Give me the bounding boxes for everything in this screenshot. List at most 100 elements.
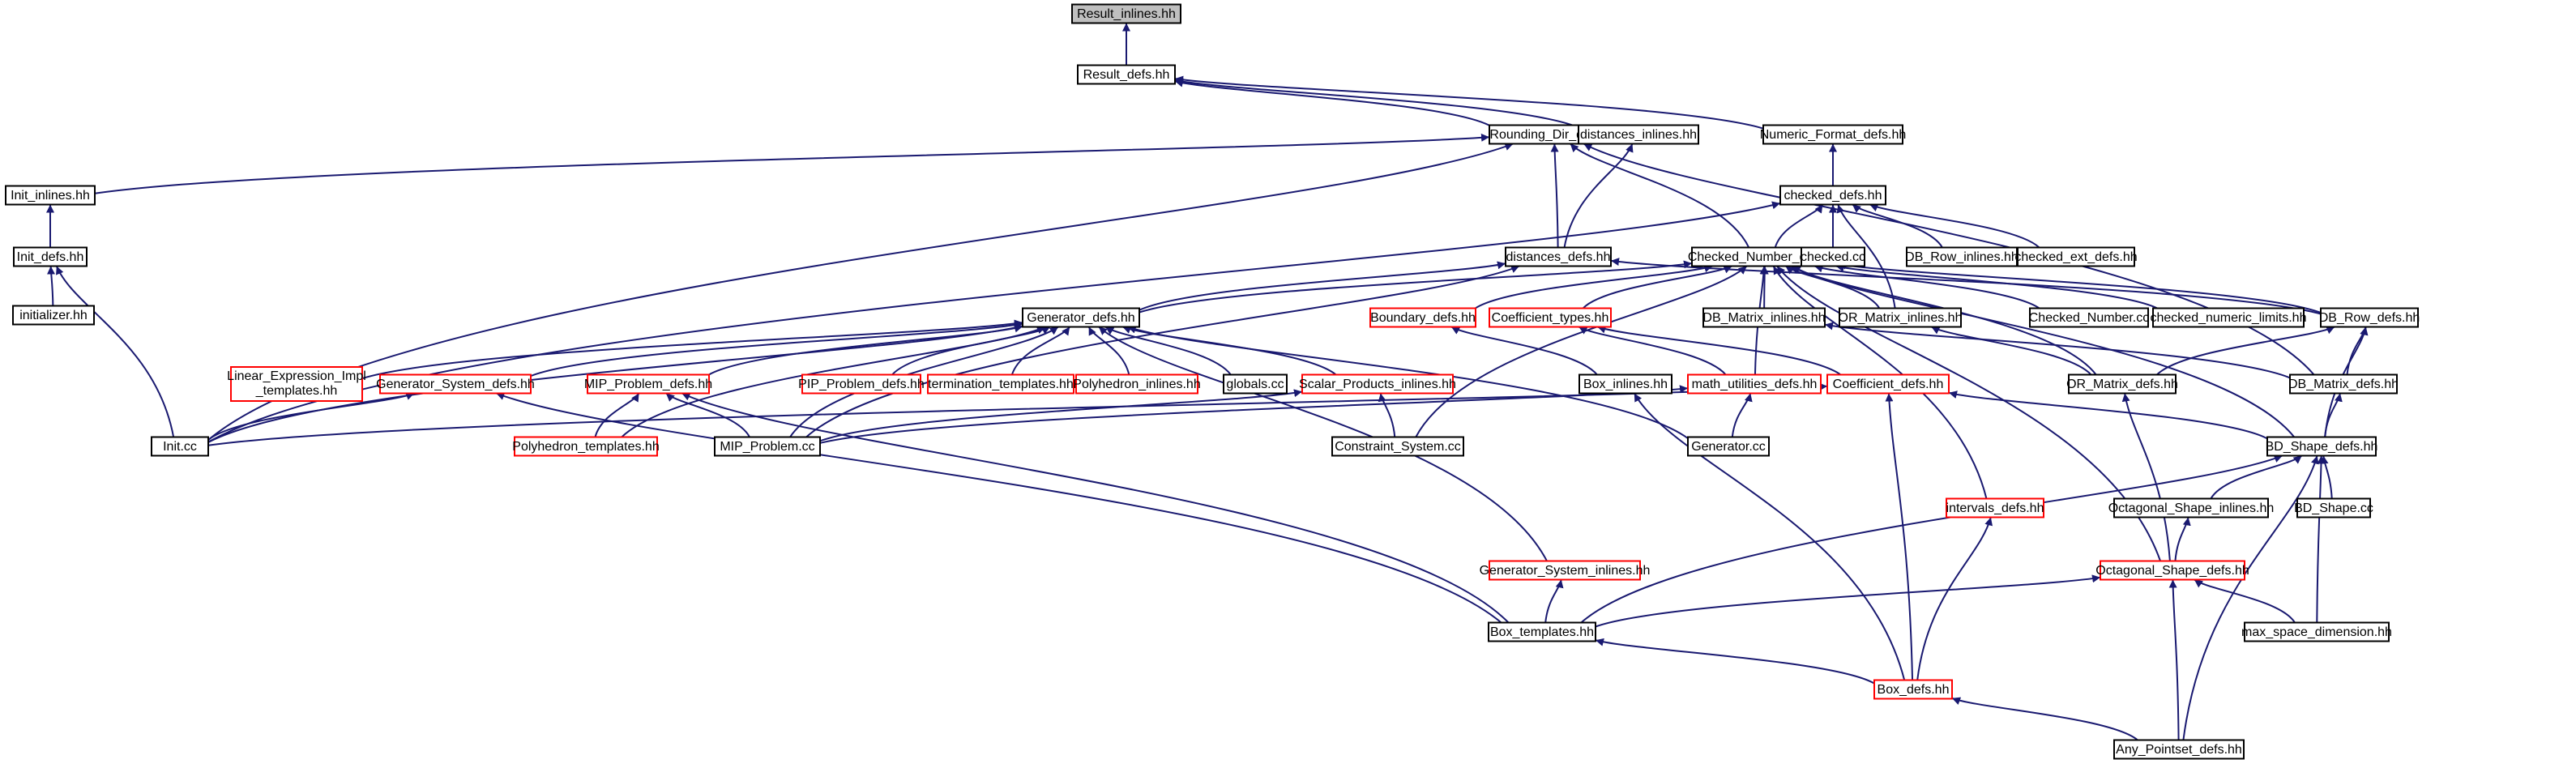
node-pip-problem-defs[interactable]: PIP_Problem_defs.hh [798, 373, 925, 395]
node-math-utilities-defs[interactable]: math_utilities_defs.hh [1687, 373, 1822, 395]
node-octagonal-shape-inlines[interactable]: Octagonal_Shape_inlines.hh [2108, 497, 2275, 518]
node-db-row-inlines[interactable]: DB_Row_inlines.hh [1905, 246, 2019, 267]
node-coefficient-types[interactable]: Coefficient_types.hh [1489, 307, 1612, 328]
node-boundary-defs[interactable]: Boundary_defs.hh [1369, 307, 1476, 328]
node-result-defs[interactable]: Result_defs.hh [1077, 64, 1176, 85]
node-init-cc[interactable]: Init.cc [151, 436, 209, 457]
edge-generator-system-defs-to-generator-defs [530, 321, 1023, 378]
node-box [2320, 307, 2419, 328]
node-distances-inlines[interactable]: distances_inlines.hh [1578, 124, 1699, 145]
edge-constraint-system-cc-to-scalar-products-inlines [1378, 393, 1396, 437]
node-box-defs[interactable]: Box_defs.hh [1873, 679, 1953, 700]
node-label: initializer.hh [19, 309, 88, 322]
node-box [1489, 560, 1641, 581]
node-checked-defs[interactable]: checked_defs.hh [1779, 185, 1886, 206]
edge-generator-system-inlines-to-generator-defs [1098, 326, 1548, 561]
node-any-pointset-defs[interactable]: Any_Pointset_defs.hh [2113, 739, 2245, 760]
node-label: OR_Matrix_defs.hh [2066, 378, 2178, 391]
node-constraint-system-cc[interactable]: Constraint_System.cc [1331, 436, 1464, 457]
dependency-edges [46, 23, 2369, 741]
node-box [2029, 307, 2149, 328]
node-initializer[interactable]: initializer.hh [12, 305, 95, 326]
node-box-templates[interactable]: Box_templates.hh [1488, 621, 1596, 642]
edge-db-row-defs-to-checked-number-defs [1837, 261, 2322, 314]
node-mip-problem-cc[interactable]: MIP_Problem.cc [714, 436, 821, 457]
edge-bd-shape-defs-to-db-row-defs [2324, 326, 2369, 437]
node-generator-system-defs[interactable]: Generator_System_defs.hh [376, 373, 535, 395]
node-label: Box_inlines.hh [1583, 378, 1668, 391]
node-box [1022, 307, 1140, 328]
node-mip-problem-defs[interactable]: MIP_Problem_defs.hh [584, 373, 712, 395]
node-label: checked_numeric_limits.hh [2151, 311, 2307, 325]
node-scalar-products-inlines[interactable]: Scalar_Products_inlines.hh [1299, 373, 1456, 395]
edge-globals-cc-to-generator-defs [1104, 326, 1232, 376]
node-box [2266, 436, 2377, 457]
edge-linear-expression-impl-templates-to-generator-defs [361, 319, 1023, 380]
node-checked-ext-defs[interactable]: checked_ext_defs.hh [2014, 246, 2138, 267]
node-db-row-defs[interactable]: DB_Row_defs.hh [2319, 307, 2420, 328]
node-intervals-defs[interactable]: intervals_defs.hh [1946, 497, 2044, 518]
edge-distances-defs-to-rounding-dir-defs [1550, 143, 1559, 248]
edge-numeric-format-defs-to-result-defs [1174, 75, 1764, 130]
edge-box-templates-to-generator-system-inlines [1544, 579, 1564, 623]
edge-any-pointset-defs-to-box-defs [1951, 697, 2138, 741]
edge-initializer-to-init-defs [46, 266, 55, 306]
node-generator-system-inlines[interactable]: Generator_System_inlines.hh [1480, 560, 1651, 581]
node-box [151, 436, 209, 457]
node-db-matrix-defs[interactable]: DB_Matrix_defs.hh [2288, 373, 2399, 395]
node-result-inlines[interactable]: Result_inlines.hh [1071, 3, 1181, 24]
node-bd-shape-defs[interactable]: BD_Shape_defs.hh [2266, 436, 2378, 457]
edge-box-templates-to-generator-system-defs [496, 392, 1502, 624]
node-linear-expression-impl-templates[interactable]: Linear_Expression_Impl_templates.hh [227, 366, 366, 402]
node-label: Result_defs.hh [1083, 68, 1170, 82]
node-label: Box_templates.hh [1490, 625, 1594, 639]
node-box [379, 373, 532, 395]
edge-coefficient-defs-to-coefficient-types [1597, 325, 1842, 376]
node-box [801, 373, 921, 395]
node-or-matrix-defs[interactable]: OR_Matrix_defs.hh [2066, 373, 2178, 395]
node-label: checked_ext_defs.hh [2014, 250, 2137, 264]
edge-box-defs-to-intervals-defs [1916, 517, 1993, 681]
node-generator-defs[interactable]: Generator_defs.hh [1022, 307, 1140, 328]
node-box [2017, 246, 2135, 267]
node-box [2289, 373, 2398, 395]
edge-bd-shape-defs-to-db-matrix-defs [2324, 393, 2343, 437]
edge-box-defs-to-box-inlines [1633, 393, 1906, 681]
node-label: BD_Shape_defs.hh [2266, 440, 2378, 454]
node-polyhedron-templates[interactable]: Polyhedron_templates.hh [512, 436, 660, 457]
node-distances-defs[interactable]: distances_defs.hh [1505, 246, 1612, 267]
node-box-inlines[interactable]: Box_inlines.hh [1578, 373, 1672, 395]
node-generator-cc[interactable]: Generator.cc [1687, 436, 1770, 457]
node-box [2152, 307, 2305, 328]
node-label: DB_Row_defs.hh [2319, 311, 2420, 325]
edge-max-space-dimension-to-bd-shape-defs [2316, 455, 2326, 623]
edge-bd-shape-cc-to-bd-shape-defs [2320, 455, 2333, 499]
node-bd-shape-cc[interactable]: BD_Shape.cc [2294, 497, 2373, 518]
node-termination-templates[interactable]: termination_templates.hh [927, 373, 1074, 395]
edge-generator-defs-to-distances-defs [1138, 261, 1506, 311]
node-label: Generator_System_defs.hh [376, 378, 535, 391]
node-box [514, 436, 658, 457]
node-polyhedron-inlines[interactable]: Polyhedron_inlines.hh [1073, 373, 1201, 395]
node-coefficient-defs[interactable]: Coefficient_defs.hh [1826, 373, 1950, 395]
node-checked-number-cc[interactable]: Checked_Number.cc [2029, 307, 2150, 328]
node-label: Linear_Expression_Impl_templates.hh [227, 369, 366, 398]
node-db-matrix-inlines[interactable]: DB_Matrix_inlines.hh [1702, 307, 1826, 328]
edge-or-matrix-defs-to-db-row-defs [2156, 326, 2335, 376]
node-max-space-dimension[interactable]: max_space_dimension.hh [2241, 621, 2392, 642]
node-octagonal-shape-defs[interactable]: Octagonal_Shape_defs.hh [2095, 560, 2249, 581]
node-label: max_space_dimension.hh [2241, 625, 2392, 639]
node-checked-cc[interactable]: checked.cc [1801, 246, 1865, 267]
node-checked-numeric-limits[interactable]: checked_numeric_limits.hh [2151, 307, 2307, 328]
node-numeric-format-defs[interactable]: Numeric_Format_defs.hh [1760, 124, 1907, 145]
node-box [12, 305, 95, 326]
edge-box-inlines-to-boundary-defs [1450, 326, 1598, 376]
node-box [1578, 124, 1699, 145]
node-init-inlines[interactable]: Init_inlines.hh [5, 185, 96, 206]
node-label: Boundary_defs.hh [1370, 311, 1476, 325]
node-box [5, 185, 96, 206]
node-box [1946, 497, 2044, 518]
node-init-defs[interactable]: Init_defs.hh [13, 246, 88, 267]
node-or-matrix-inlines[interactable]: OR_Matrix_inlines.hh [1839, 307, 1963, 328]
node-globals-cc[interactable]: globals.cc [1223, 373, 1288, 395]
